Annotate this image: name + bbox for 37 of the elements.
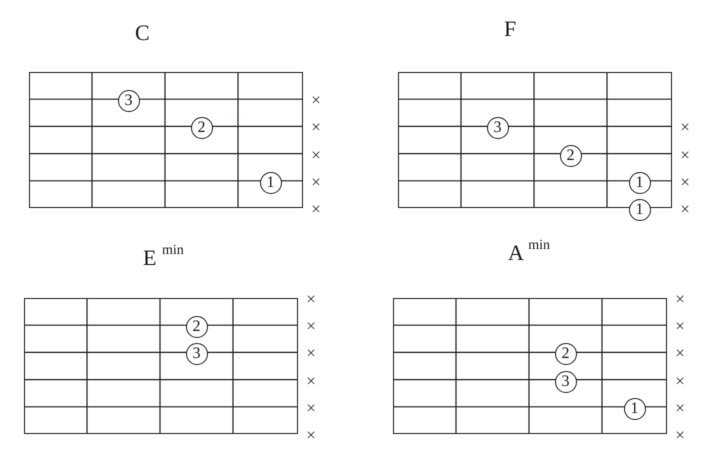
muted-string-mark: × — [675, 290, 685, 308]
finger-number: 2 — [190, 117, 212, 140]
finger-number: 3 — [554, 370, 576, 393]
muted-string-mark: × — [675, 372, 685, 390]
muted-string-mark: × — [306, 344, 316, 362]
muted-string-mark: × — [680, 146, 690, 164]
finger-number: 1 — [628, 199, 650, 221]
chord-name: C — [135, 20, 150, 44]
muted-string-mark: × — [311, 92, 321, 109]
muted-string-mark: × — [306, 399, 316, 416]
finger-number: 3 — [186, 343, 208, 366]
chord-name: A $^{min}$ — [508, 240, 550, 264]
finger-number: 1 — [624, 398, 646, 420]
muted-string-mark: × — [675, 318, 685, 335]
finger-number: 1 — [628, 172, 650, 194]
chord-name: E $^{min}$ — [143, 245, 184, 269]
muted-string-mark: × — [675, 399, 685, 416]
finger-number: 1 — [260, 172, 282, 194]
muted-string-mark: × — [675, 344, 685, 362]
finger-number: 2 — [186, 316, 208, 338]
muted-string-mark: × — [311, 173, 321, 190]
muted-string-mark: × — [680, 200, 690, 218]
finger-number: 2 — [554, 343, 576, 366]
finger-number: 2 — [560, 144, 582, 167]
chord-name: F — [504, 16, 516, 40]
finger-number: 3 — [486, 117, 508, 140]
finger-number: 3 — [118, 90, 140, 112]
muted-string-mark: × — [675, 426, 685, 444]
muted-string-mark: × — [306, 372, 316, 390]
muted-string-mark: × — [306, 318, 316, 335]
muted-string-mark: × — [680, 173, 690, 190]
muted-string-mark: × — [306, 426, 316, 444]
muted-string-mark: × — [311, 118, 321, 136]
muted-string-mark: × — [311, 200, 321, 218]
muted-string-mark: × — [680, 118, 690, 136]
muted-string-mark: × — [311, 146, 321, 164]
muted-string-mark: × — [306, 290, 316, 308]
